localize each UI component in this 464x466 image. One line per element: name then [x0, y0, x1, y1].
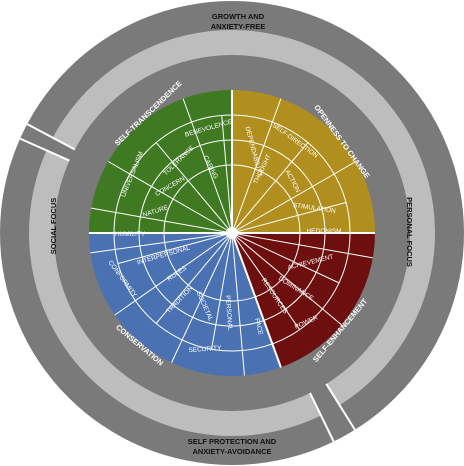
value-spoke-line — [231, 232, 245, 376]
openness-to-change-sector — [232, 90, 375, 233]
ring-separator-line — [26, 123, 76, 151]
value-spoke-line — [117, 232, 233, 265]
conservation-sector — [89, 233, 281, 376]
value-hedonism: HEDONISM — [306, 228, 341, 235]
value-spoke-line — [231, 232, 373, 259]
value-spoke-line — [231, 161, 357, 234]
value-spoke-line — [107, 161, 233, 234]
personal-focus-label: PERSONAL FOCUS — [405, 197, 414, 267]
value-spoke-line — [211, 232, 233, 350]
value-spoke-line — [155, 142, 233, 234]
quadrant-divider-line — [231, 232, 282, 368]
value-security: SECURITY — [188, 345, 222, 354]
value-spoke-line — [114, 232, 233, 316]
value-spoke-line — [221, 115, 233, 234]
center-hub — [226, 227, 238, 239]
protection-label-line1: SELF PROTECTION AND — [188, 437, 277, 446]
self-transcendence-sector — [89, 90, 232, 233]
value-spoke-line — [231, 232, 340, 284]
value-face: FACE — [253, 318, 264, 337]
value-humility: HUMILITY — [115, 231, 146, 238]
value-spoke-line — [231, 232, 342, 326]
value-ring-arc — [163, 164, 301, 302]
wheel-dividers — [19, 90, 375, 442]
protection-arc-band — [29, 150, 321, 436]
growth-label-line1: GROWTH AND — [212, 12, 265, 21]
value-spoke-line — [91, 207, 233, 234]
protection-label-line2: ANXIETY-AVOIDANCE — [192, 447, 271, 456]
value-spoke-line — [231, 142, 309, 234]
value-spoke-line — [182, 98, 233, 234]
value-ring-arc — [138, 139, 326, 327]
value-spoke-line — [231, 98, 282, 234]
value-ring-arc — [113, 114, 351, 352]
value-spoke-line — [90, 232, 233, 254]
ring-separator-line — [19, 137, 70, 162]
ring-separator-line — [325, 383, 356, 431]
ring-separator-line — [309, 392, 335, 442]
value-spoke-line — [231, 232, 301, 330]
growth-label-line2: ANXIETY-FREE — [211, 22, 266, 31]
social-focus-label: SOCIAL FOCUS — [49, 198, 58, 255]
value-spoke-line — [155, 232, 233, 324]
value-spoke-line — [231, 201, 347, 234]
value-personal: PERSONAL — [224, 295, 233, 331]
value-spoke-line — [171, 232, 233, 363]
self-enhancement-sector — [232, 233, 375, 368]
